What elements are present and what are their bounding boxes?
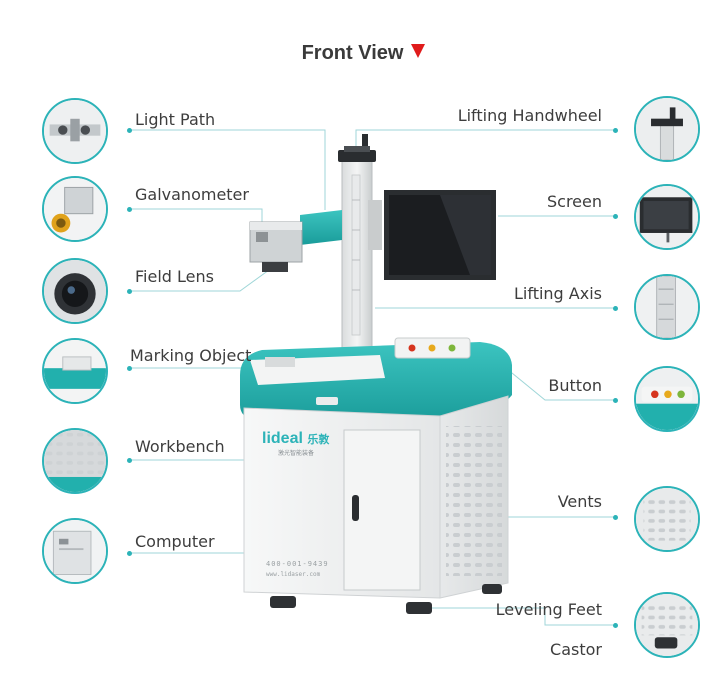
down-arrow-icon: [411, 44, 426, 58]
brand-phone: 400-001-9439: [266, 560, 329, 568]
label-leveling-feet: Leveling Feet: [495, 600, 602, 619]
marking-object-icon: [42, 338, 108, 404]
vents-icon: [634, 486, 700, 552]
leader-lines: [130, 129, 615, 626]
label-button: Button: [548, 376, 602, 395]
brand-logo: lideal 乐敦 激光智能装备: [262, 430, 342, 457]
title-text: Front View: [301, 42, 404, 64]
label-light-path: Light Path: [135, 110, 216, 129]
connector-dot: [613, 398, 618, 403]
light-path-icon: [42, 98, 108, 164]
label-vents: Vents: [557, 492, 602, 511]
label-computer: Computer: [135, 532, 215, 551]
connector-dot: [613, 306, 618, 311]
connector-dot: [613, 214, 618, 219]
label-screen: Screen: [546, 192, 602, 211]
connector-dot: [127, 289, 132, 294]
connector-dot: [613, 515, 618, 520]
label-lifting-handwheel: Lifting Handwheel: [457, 106, 602, 125]
connector-dot: [127, 207, 132, 212]
connector-dot: [613, 623, 618, 628]
screen-icon: [634, 184, 700, 250]
label-lifting-axis: Lifting Axis: [513, 284, 602, 303]
connector-dot: [127, 458, 132, 463]
connector-dot: [127, 551, 132, 556]
computer-icon: [42, 518, 108, 584]
label-field-lens: Field Lens: [135, 267, 214, 286]
brand-logo-text: lideal: [262, 430, 303, 447]
label-workbench: Workbench: [135, 437, 225, 456]
field-lens-icon: [42, 258, 108, 324]
connector-dot: [127, 128, 132, 133]
connector-dot: [127, 366, 132, 371]
label-marking-object: Marking Object: [130, 346, 252, 365]
workbench-icon: [42, 428, 108, 494]
button-icon: [634, 366, 700, 432]
handwheel-icon: [634, 96, 700, 162]
connector-dot: [613, 128, 618, 133]
label-castor: Castor: [550, 640, 602, 659]
brand-subtitle: 激光智能装备: [278, 450, 315, 457]
page-title: Front View: [0, 42, 727, 65]
brand-logo-cn: 乐敦: [307, 433, 330, 446]
leveling-feet-icon: [634, 592, 700, 658]
galvanometer-icon: [42, 176, 108, 242]
label-galvanometer: Galvanometer: [135, 185, 249, 204]
brand-website: www.lidaser.com: [266, 571, 321, 578]
lifting-axis-icon: [634, 274, 700, 340]
